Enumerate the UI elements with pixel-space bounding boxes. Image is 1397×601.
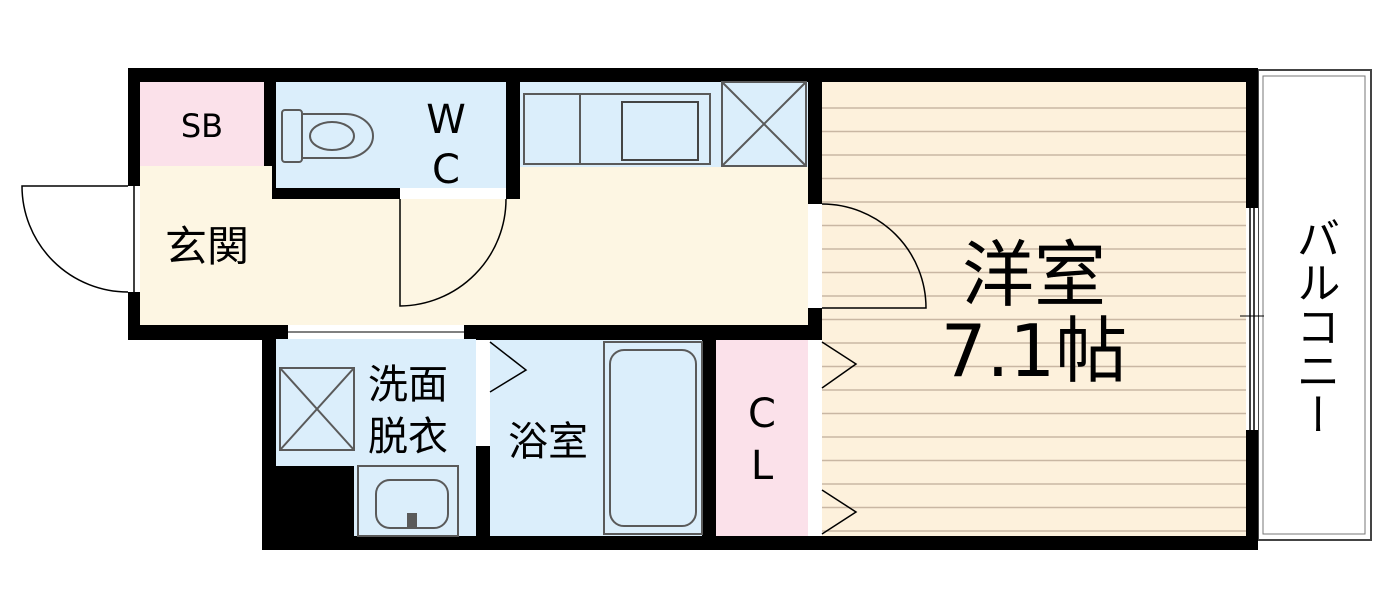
- bath-door-swing: [489, 341, 528, 393]
- closet-door-opening: [808, 340, 822, 536]
- room-door-opening: [808, 204, 822, 308]
- wash-basin: [357, 465, 459, 537]
- genkan-floor: [140, 166, 272, 325]
- closet-label-l: L: [751, 443, 774, 489]
- washroom-dark-corner: [276, 466, 354, 536]
- entry-door-swing: [21, 185, 129, 293]
- western-room-label: 洋室: [962, 233, 1106, 317]
- corridor-floor: [272, 166, 808, 325]
- toilet-fixture: [281, 109, 374, 163]
- kitchen-counter: [523, 81, 807, 167]
- balcony-window-opening: [1246, 208, 1258, 430]
- sb-storage: [140, 82, 264, 166]
- bath-label: 浴室: [508, 419, 588, 465]
- bath-door-opening: [476, 340, 490, 446]
- wc-room: [276, 82, 506, 188]
- sb-label: SB: [181, 107, 223, 145]
- bathroom-floor: [490, 340, 702, 536]
- closet-door-swing-top: [821, 341, 858, 389]
- room-door-swing: [821, 203, 927, 309]
- wc-door-swing: [399, 198, 507, 307]
- kitchen-floor: [520, 82, 808, 167]
- wc-label-w: W: [426, 97, 466, 143]
- washroom-label-line2: 脱衣: [368, 414, 448, 460]
- closet-label-c: C: [748, 391, 776, 437]
- wc-door-opening: [400, 188, 506, 199]
- bathtub-fixture: [603, 341, 703, 535]
- balcony-label: バルコニー: [1289, 216, 1340, 436]
- genkan-label: 玄関: [165, 222, 249, 271]
- washroom-fixtures: [279, 367, 459, 537]
- closet-door-swing-bottom: [821, 489, 858, 535]
- closet-floor: [716, 340, 808, 536]
- western-room-size-label: 7.1帖: [941, 309, 1128, 393]
- wc-label-c: C: [432, 147, 460, 193]
- balcony: [1257, 69, 1372, 541]
- door-swings: [21, 185, 927, 535]
- washroom-label-line1: 洗面: [368, 362, 448, 408]
- floorboard-lines: [822, 107, 1246, 532]
